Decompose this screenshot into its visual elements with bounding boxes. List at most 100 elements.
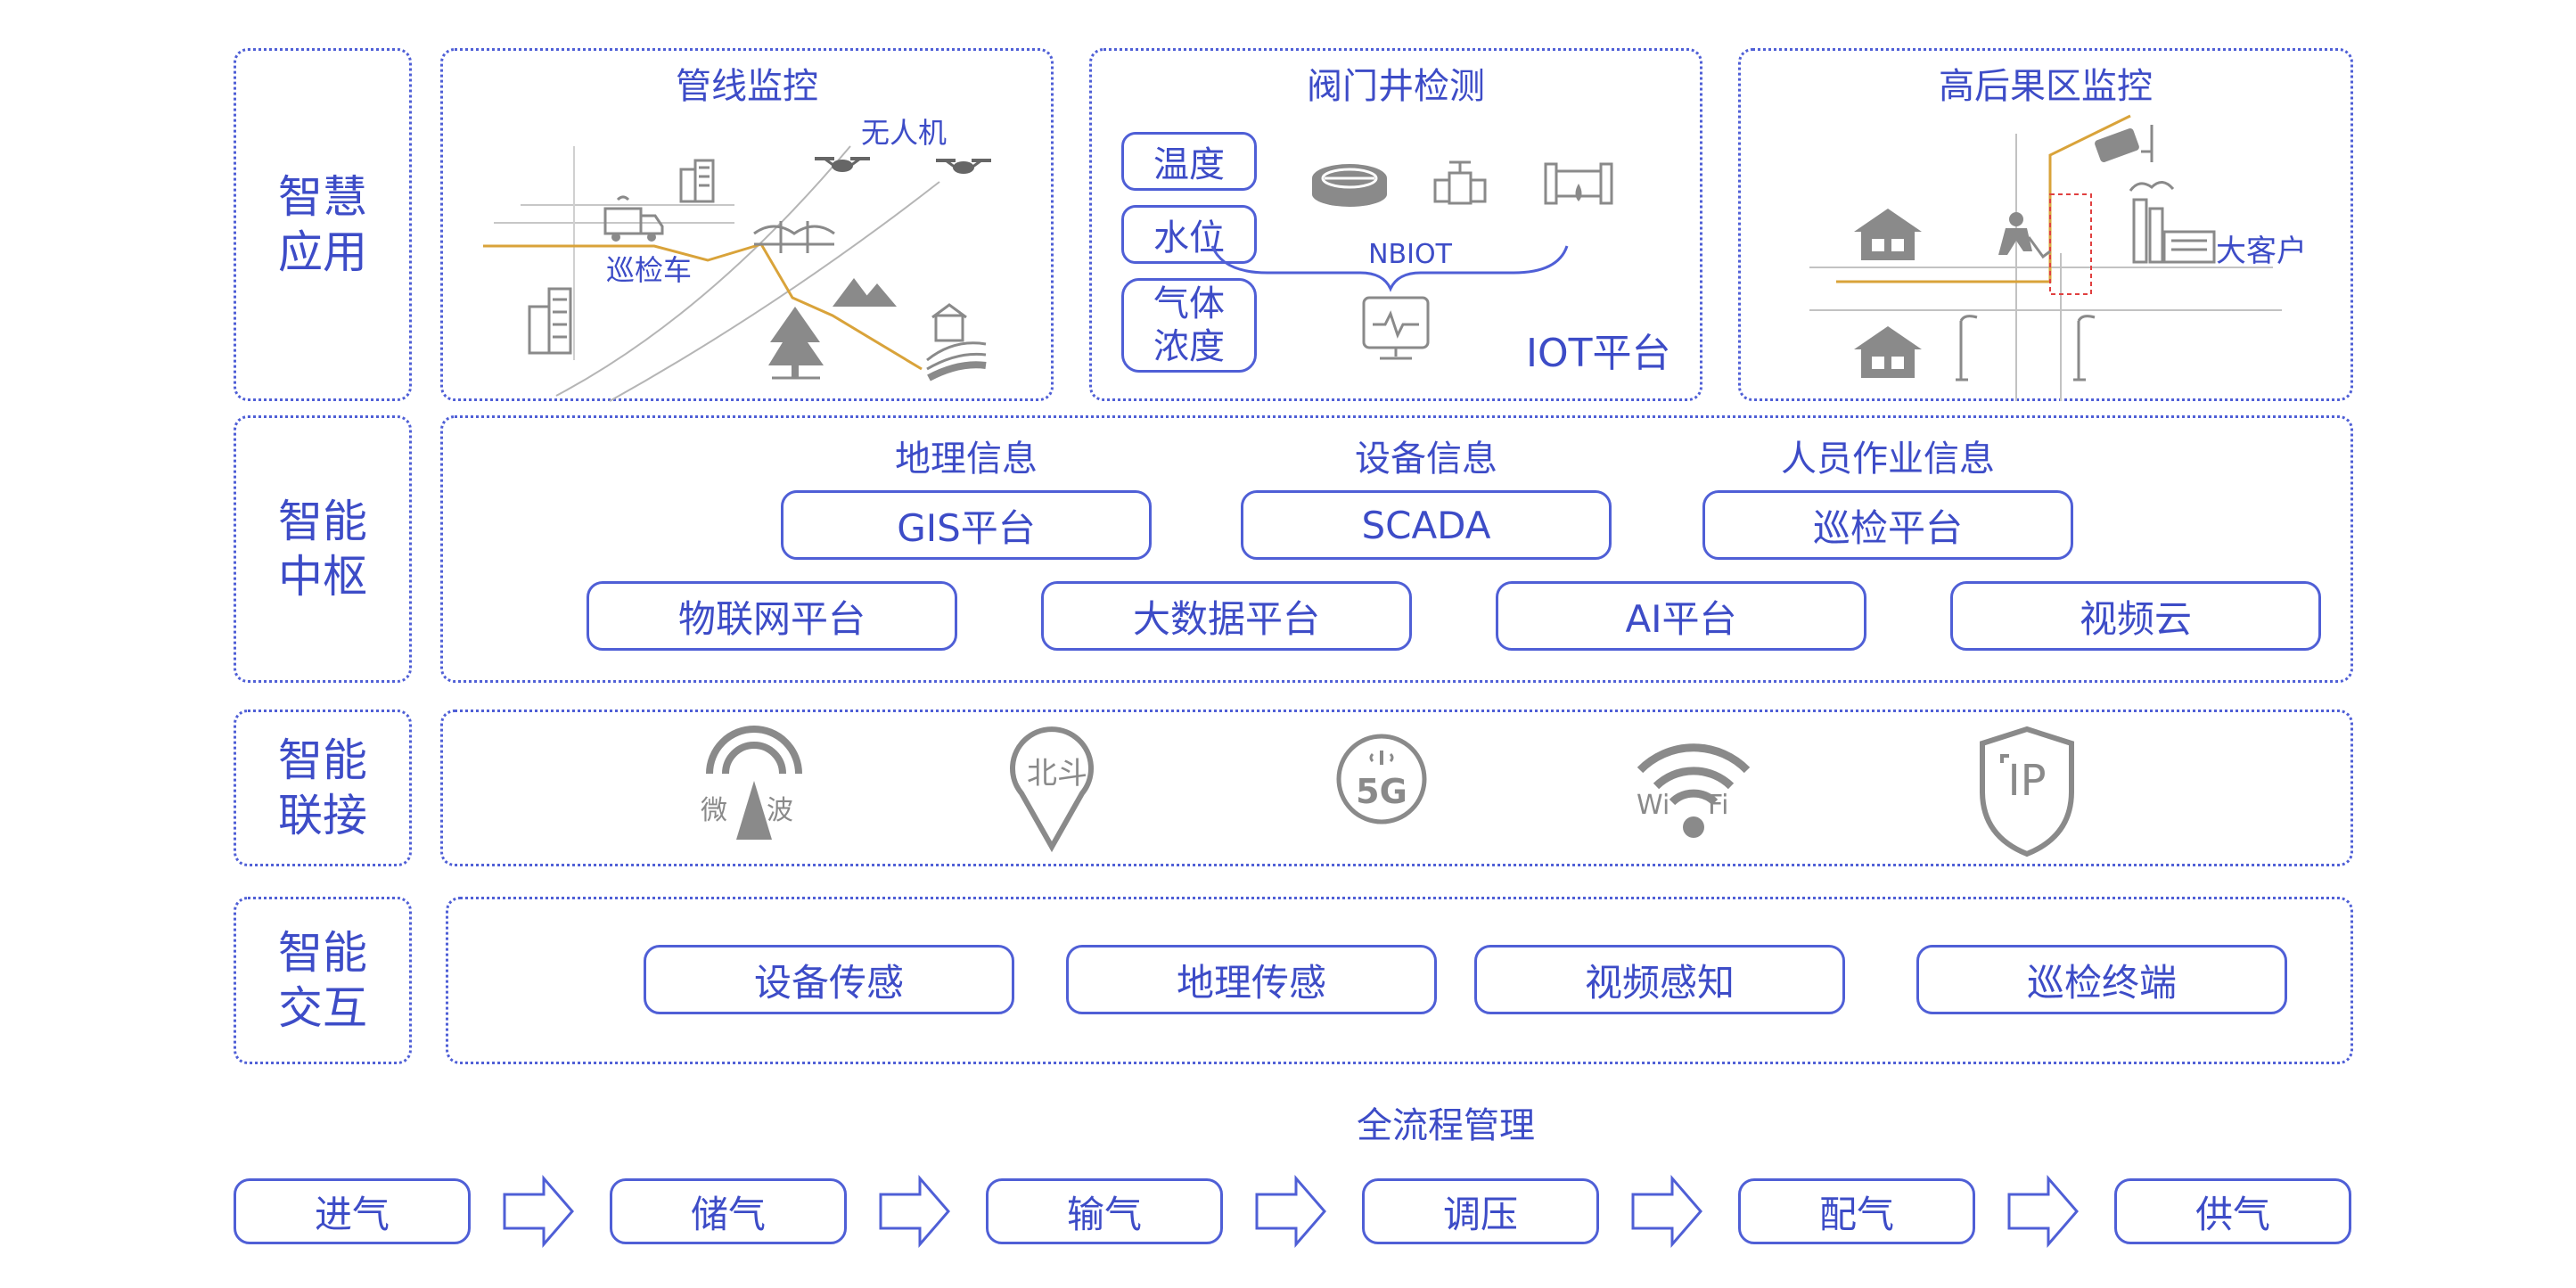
sensor-gas: 气体 浓度 — [1121, 278, 1257, 373]
patrol-terminal-button[interactable]: 巡检终端 — [1916, 945, 2287, 1014]
iot-platform-btn-label: 物联网平台 — [677, 596, 866, 641]
process-step-intake-label: 进气 — [314, 1192, 390, 1236]
tier-label-box-hub — [234, 415, 412, 683]
tier-app-line1: 智慧 — [278, 171, 367, 223]
process-step-storage-label: 储气 — [690, 1192, 766, 1236]
ai-platform-label: AI平台 — [1625, 596, 1737, 641]
process-title: 全流程管理 — [1357, 1105, 1535, 1146]
house-icon-bottom — [1854, 326, 1922, 378]
hub-header-geo: 地理信息 — [895, 439, 1038, 480]
tier-app-line2: 应用 — [278, 226, 367, 278]
sensor-water-level-label: 水位 — [1153, 217, 1225, 258]
tier-label-inter: 智能 交互 — [234, 897, 412, 1064]
iot-platform-label: IOT平台 — [1526, 331, 1671, 376]
pipe-leak-icon — [1544, 162, 1613, 205]
pipeline-scene-illustration — [483, 145, 991, 402]
drone-label: 无人机 — [861, 116, 948, 150]
microwave-label-right: 波 — [767, 795, 793, 826]
process-arrow-2-icon — [879, 1174, 950, 1249]
monitor-icon — [1362, 296, 1430, 360]
tier-hub-line1: 智能 — [278, 496, 367, 547]
process-arrow-4-icon — [1631, 1174, 1702, 1249]
patrol-platform-button[interactable]: 巡检平台 — [1702, 490, 2073, 560]
geo-sensing-label: 地理传感 — [1176, 960, 1326, 1005]
tier-label-box-inter — [234, 897, 412, 1064]
bigdata-platform-label: 大数据平台 — [1132, 596, 1320, 641]
manhole-cover-icon — [1312, 164, 1387, 207]
panel-interact — [446, 897, 2353, 1064]
tier-label-app: 智慧 应用 — [234, 48, 412, 401]
panel-pipeline-title: 管线监控 — [676, 66, 818, 107]
wifi-label-left: Wi — [1637, 790, 1670, 821]
tree-icon — [768, 307, 824, 380]
tier-hub-line2: 中枢 — [278, 551, 367, 603]
gis-platform-button[interactable]: GIS平台 — [781, 490, 1152, 560]
device-sensing-button[interactable]: 设备传感 — [644, 945, 1014, 1014]
video-cloud-label: 视频云 — [2079, 596, 2192, 641]
video-cloud-button[interactable]: 视频云 — [1950, 581, 2321, 651]
tier-label-box-app — [234, 48, 412, 401]
drone-icon-2 — [936, 159, 991, 174]
connectivity-icons — [706, 726, 2074, 857]
video-perception-label: 视频感知 — [1584, 960, 1735, 1005]
big-customer-label: 大客户 — [2216, 234, 2307, 269]
beidou-pin-icon — [1010, 726, 1094, 853]
bigdata-platform-button[interactable]: 大数据平台 — [1041, 581, 1412, 651]
panel-area-title: 高后果区监控 — [1939, 66, 2153, 107]
building-icon-left — [528, 287, 572, 355]
process-arrow-3-icon — [1255, 1174, 1326, 1249]
hub-header-personnel: 人员作业信息 — [1781, 439, 1995, 480]
valve-icons — [1210, 160, 1613, 360]
beidou-label: 北斗 — [1027, 756, 1087, 792]
tier-label-hub: 智能 中枢 — [234, 415, 412, 683]
patrol-platform-label: 巡检平台 — [1812, 505, 1963, 550]
factory-icon — [2129, 181, 2216, 264]
nbiot-label: NBIOT — [1368, 239, 1452, 270]
sensor-gas-label: 气体 浓度 — [1153, 283, 1225, 367]
camera-icon — [2095, 125, 2154, 162]
ip-shield-icon — [1980, 726, 2074, 857]
area-scene-illustration — [1809, 114, 2282, 401]
device-sensing-label: 设备传感 — [753, 960, 904, 1005]
panel-hub — [440, 415, 2353, 683]
wifi-icon — [1637, 743, 1751, 838]
sensor-water-level: 水位 — [1121, 205, 1257, 264]
process-step-regulation[interactable]: 调压 — [1362, 1178, 1599, 1244]
video-perception-button[interactable]: 视频感知 — [1474, 945, 1845, 1014]
street-lamp-icon-2 — [2073, 315, 2096, 381]
geo-sensing-button[interactable]: 地理传感 — [1066, 945, 1437, 1014]
sensor-temperature-label: 温度 — [1153, 144, 1225, 185]
process-step-storage[interactable]: 储气 — [610, 1178, 847, 1244]
process-step-intake[interactable]: 进气 — [234, 1178, 471, 1244]
bridge-icon — [753, 221, 835, 253]
process-step-distribution[interactable]: 配气 — [1738, 1178, 1975, 1244]
mountain-icon — [833, 278, 897, 307]
process-step-distribution-label: 配气 — [1818, 1192, 1894, 1236]
gis-platform-label: GIS平台 — [897, 505, 1036, 550]
sensor-temperature: 温度 — [1121, 132, 1257, 191]
process-step-regulation-label: 调压 — [1442, 1192, 1518, 1236]
street-lamp-icon-1 — [1956, 315, 1978, 381]
panel-valve — [1089, 48, 1702, 401]
farm-icon — [926, 303, 987, 381]
panel-area — [1738, 48, 2353, 401]
scada-button[interactable]: SCADA — [1241, 490, 1612, 560]
process-step-transmission[interactable]: 输气 — [986, 1178, 1223, 1244]
ai-platform-button[interactable]: AI平台 — [1496, 581, 1866, 651]
panel-valve-title: 阀门井检测 — [1307, 66, 1485, 107]
tier-label-box-conn — [234, 710, 412, 866]
microwave-icon — [706, 726, 802, 840]
worker-icon — [1998, 212, 2051, 259]
process-step-supply[interactable]: 供气 — [2114, 1178, 2351, 1244]
tier-inter-line2: 交互 — [278, 982, 367, 1034]
house-icon-top — [1854, 209, 1922, 260]
process-step-supply-label: 供气 — [2195, 1192, 2270, 1236]
tier-conn-line2: 联接 — [278, 790, 367, 841]
patrol-car-icon — [603, 195, 664, 242]
panel-connect — [440, 710, 2353, 866]
process-step-transmission-label: 输气 — [1066, 1192, 1142, 1236]
microwave-label-left: 微 — [701, 795, 727, 826]
wifi-label-right: Fi — [1708, 790, 1729, 821]
fiveg-icon — [1336, 734, 1427, 824]
iot-platform-button[interactable]: 物联网平台 — [587, 581, 957, 651]
